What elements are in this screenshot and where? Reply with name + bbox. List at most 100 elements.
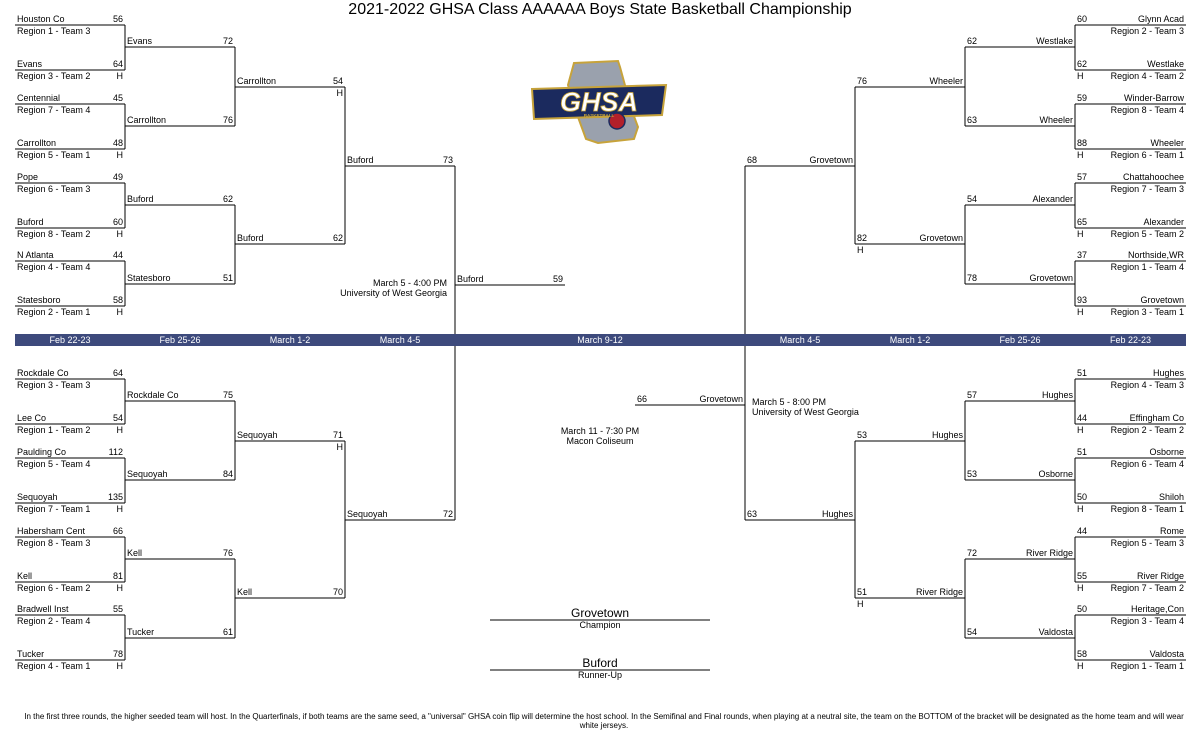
team-name: Glynn Acad xyxy=(1137,14,1184,24)
team-name: Bradwell Inst xyxy=(17,604,69,614)
team-score: 54 xyxy=(967,627,978,637)
team-name: Carrollton xyxy=(17,138,57,148)
team-seed: Region 6 - Team 2 xyxy=(17,583,91,593)
final-time: March 11 - 7:30 PM xyxy=(560,426,640,436)
team-name: Buford xyxy=(237,233,264,243)
host-marker: H xyxy=(116,504,124,514)
team-score: 68 xyxy=(747,155,758,165)
semifinal-winner-score: 66 xyxy=(637,394,648,404)
team-score: 37 xyxy=(1077,250,1088,260)
team-score: 62 xyxy=(332,233,343,243)
team-score: 45 xyxy=(112,93,123,103)
team-score: 112 xyxy=(108,447,123,457)
team-score: 44 xyxy=(1077,413,1088,423)
team-name: Grovetown xyxy=(919,233,963,243)
team-score: 51 xyxy=(222,273,233,283)
team-score: 71 xyxy=(332,430,343,440)
team-name: Grovetown xyxy=(1029,273,1073,283)
host-marker: H xyxy=(336,88,344,98)
team-seed: Region 1 - Team 1 xyxy=(1110,661,1184,671)
round-date-label: Feb 25-26 xyxy=(159,335,201,345)
team-seed: Region 2 - Team 1 xyxy=(17,307,91,317)
team-name: Chattahoochee xyxy=(1122,172,1184,182)
team-seed: Region 7 - Team 2 xyxy=(1110,583,1184,593)
team-score: 54 xyxy=(112,413,123,423)
team-score: 57 xyxy=(967,390,978,400)
round-date-label: March 1-2 xyxy=(889,335,931,345)
team-score: 81 xyxy=(112,571,123,581)
team-score: 62 xyxy=(967,36,978,46)
team-score: 76 xyxy=(222,115,233,125)
round-date-label: Feb 22-23 xyxy=(49,335,91,345)
team-score: 51 xyxy=(857,587,868,597)
team-score: 50 xyxy=(1077,604,1088,614)
host-marker: H xyxy=(1077,71,1084,81)
team-score: 93 xyxy=(1077,295,1088,305)
team-seed: Region 1 - Team 3 xyxy=(17,26,91,36)
host-marker: H xyxy=(116,150,124,160)
team-seed: Region 1 - Team 4 xyxy=(1110,262,1184,272)
host-marker: H xyxy=(1077,504,1084,514)
host-marker: H xyxy=(1077,661,1084,671)
team-name: River Ridge xyxy=(1025,548,1073,558)
team-score: 56 xyxy=(112,14,123,24)
team-name: Northside,WR xyxy=(1127,250,1184,260)
team-name: Kell xyxy=(17,571,33,581)
host-marker: H xyxy=(336,442,344,452)
team-name: Paulding Co xyxy=(17,447,67,457)
team-seed: Region 8 - Team 3 xyxy=(17,538,91,548)
team-score: 65 xyxy=(1077,217,1088,227)
host-marker: H xyxy=(1077,425,1084,435)
champion-name: Grovetown xyxy=(570,606,630,620)
host-marker: H xyxy=(116,425,124,435)
team-name: Rockdale Co xyxy=(17,368,69,378)
team-score: 63 xyxy=(967,115,978,125)
team-seed: Region 8 - Team 2 xyxy=(17,229,91,239)
semifinal-venue: University of West Georgia xyxy=(752,407,859,417)
round-date-label: Feb 22-23 xyxy=(1109,335,1152,345)
semifinal-venue: University of West Georgia xyxy=(340,288,447,298)
team-seed: Region 3 - Team 1 xyxy=(1110,307,1184,317)
team-seed: Region 2 - Team 4 xyxy=(17,616,91,626)
team-score: 60 xyxy=(1077,14,1088,24)
team-seed: Region 1 - Team 2 xyxy=(17,425,91,435)
team-score: 135 xyxy=(107,492,123,502)
team-name: Hughes xyxy=(1041,390,1073,400)
team-score: 66 xyxy=(112,526,123,536)
team-score: 78 xyxy=(967,273,978,283)
team-seed: Region 7 - Team 3 xyxy=(1110,184,1184,194)
semifinal-winner-score: 59 xyxy=(552,274,563,284)
team-name: Buford xyxy=(347,155,374,165)
team-name: Sequoyah xyxy=(17,492,58,502)
team-score: 54 xyxy=(332,76,343,86)
team-score: 76 xyxy=(857,76,868,86)
team-name: Buford xyxy=(127,194,154,204)
team-score: 53 xyxy=(857,430,868,440)
team-name: Statesboro xyxy=(17,295,61,305)
final-venue: Macon Coliseum xyxy=(566,436,634,446)
team-seed: Region 3 - Team 4 xyxy=(1110,616,1184,626)
team-seed: Region 7 - Team 4 xyxy=(17,105,91,115)
round-date-label: March 9-12 xyxy=(577,335,623,345)
team-name: Hughes xyxy=(931,430,963,440)
team-name: Pope xyxy=(17,172,39,182)
team-name: Osborne xyxy=(1149,447,1184,457)
host-marker: H xyxy=(116,661,124,671)
team-name: River Ridge xyxy=(1136,571,1184,581)
team-seed: Region 4 - Team 3 xyxy=(1110,380,1184,390)
team-name: Sequoyah xyxy=(237,430,278,440)
team-score: 59 xyxy=(1077,93,1088,103)
team-score: 44 xyxy=(1077,526,1088,536)
team-seed: Region 8 - Team 1 xyxy=(1110,504,1184,514)
team-score: 60 xyxy=(112,217,123,227)
team-seed: Region 7 - Team 1 xyxy=(17,504,91,514)
team-seed: Region 5 - Team 3 xyxy=(1110,538,1184,548)
team-name: Hughes xyxy=(1152,368,1184,378)
team-seed: Region 2 - Team 3 xyxy=(1110,26,1184,36)
team-score: 51 xyxy=(1077,447,1088,457)
team-score: 58 xyxy=(112,295,123,305)
host-marker: H xyxy=(1077,229,1084,239)
team-name: Tucker xyxy=(127,627,155,637)
team-score: 49 xyxy=(112,172,123,182)
